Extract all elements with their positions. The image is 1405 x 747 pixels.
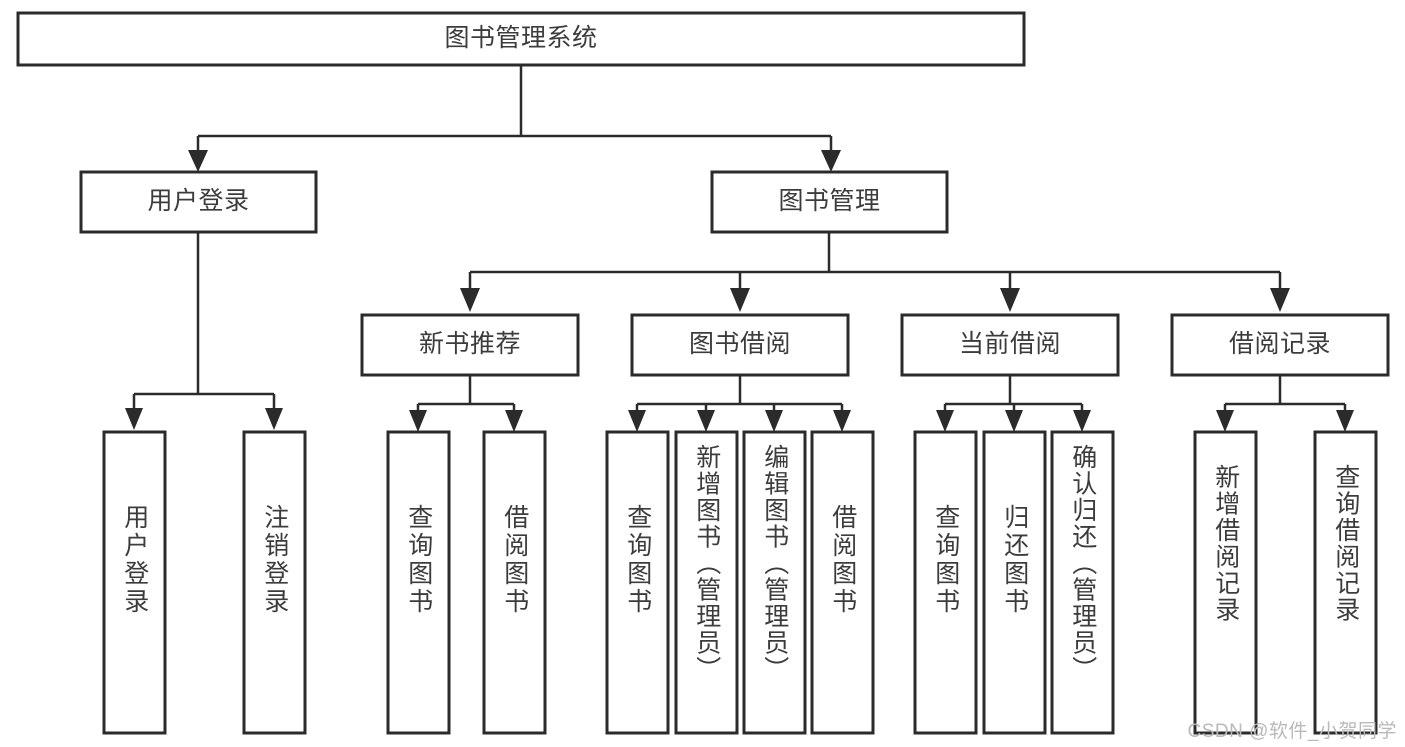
arrowhead-to-leaf-edit-book (765, 410, 783, 432)
connector-record-to-leaves (1223, 375, 1347, 412)
connector-current-to-leaves (943, 375, 1084, 412)
node-leaf-confirm-return[interactable] (1050, 430, 1115, 735)
node-leaf-borrow-book-1[interactable] (482, 430, 547, 735)
node-user-login[interactable] (79, 170, 318, 234)
node-leaf-query-book-1[interactable] (386, 430, 451, 735)
node-leaf-user-login[interactable] (102, 430, 167, 735)
node-leaf-borrow-book-2[interactable] (810, 430, 875, 735)
node-leaf-query-record[interactable] (1313, 430, 1378, 735)
arrowhead-to-leaf-confirm-return (1073, 410, 1091, 432)
connector-root-to-level2 (196, 65, 833, 152)
arrowhead-to-leaf-add-book (697, 410, 715, 432)
arrowhead-to-leaf-return-book (1005, 410, 1023, 432)
arrowhead-to-leaf-query-book-1 (409, 410, 427, 432)
connector-recommend-to-leaves (416, 375, 516, 412)
connector-book-manage-to-level3 (468, 232, 1282, 290)
arrowhead-to-new-book-recommend (460, 288, 480, 312)
arrowhead-to-leaf-query-book-3 (936, 410, 954, 432)
node-leaf-add-record[interactable] (1193, 430, 1258, 735)
node-leaf-query-book-3[interactable] (913, 430, 978, 735)
arrowhead-to-current-borrow (1000, 288, 1020, 312)
arrowhead-to-leaf-add-record (1216, 410, 1234, 432)
arrowhead-to-leaf-borrow-book-2 (833, 410, 851, 432)
arrowhead-to-borrow-record (1270, 288, 1290, 312)
arrowhead-to-leaf-query-book-2 (628, 410, 646, 432)
arrowhead-to-user-login (188, 150, 208, 172)
connector-user-login-to-leaves (132, 232, 276, 410)
arrowhead-to-leaf-user-login (125, 408, 143, 430)
node-book-management[interactable] (710, 170, 949, 234)
arrowhead-to-book-manage (821, 150, 841, 172)
arrowhead-to-leaf-borrow-book-1 (505, 410, 523, 432)
node-root-system[interactable] (16, 11, 1026, 67)
arrowhead-to-leaf-query-record (1336, 410, 1354, 432)
csdn-watermark: CSDN @软件_小贺同学 (1187, 721, 1397, 742)
node-leaf-return-book[interactable] (982, 430, 1047, 735)
node-leaf-query-book-2[interactable] (605, 430, 670, 735)
node-book-borrow[interactable] (630, 313, 850, 377)
node-leaf-edit-book[interactable] (742, 430, 807, 735)
node-leaf-add-book[interactable] (674, 430, 739, 735)
node-new-book-recommend[interactable] (360, 313, 580, 377)
node-leaf-logout[interactable] (242, 430, 307, 735)
arrowhead-to-leaf-logout (265, 408, 283, 430)
node-current-borrow[interactable] (900, 313, 1120, 377)
arrowhead-to-book-borrow (730, 288, 750, 312)
connector-borrow-to-leaves (635, 375, 844, 412)
node-borrow-record[interactable] (1170, 313, 1390, 377)
